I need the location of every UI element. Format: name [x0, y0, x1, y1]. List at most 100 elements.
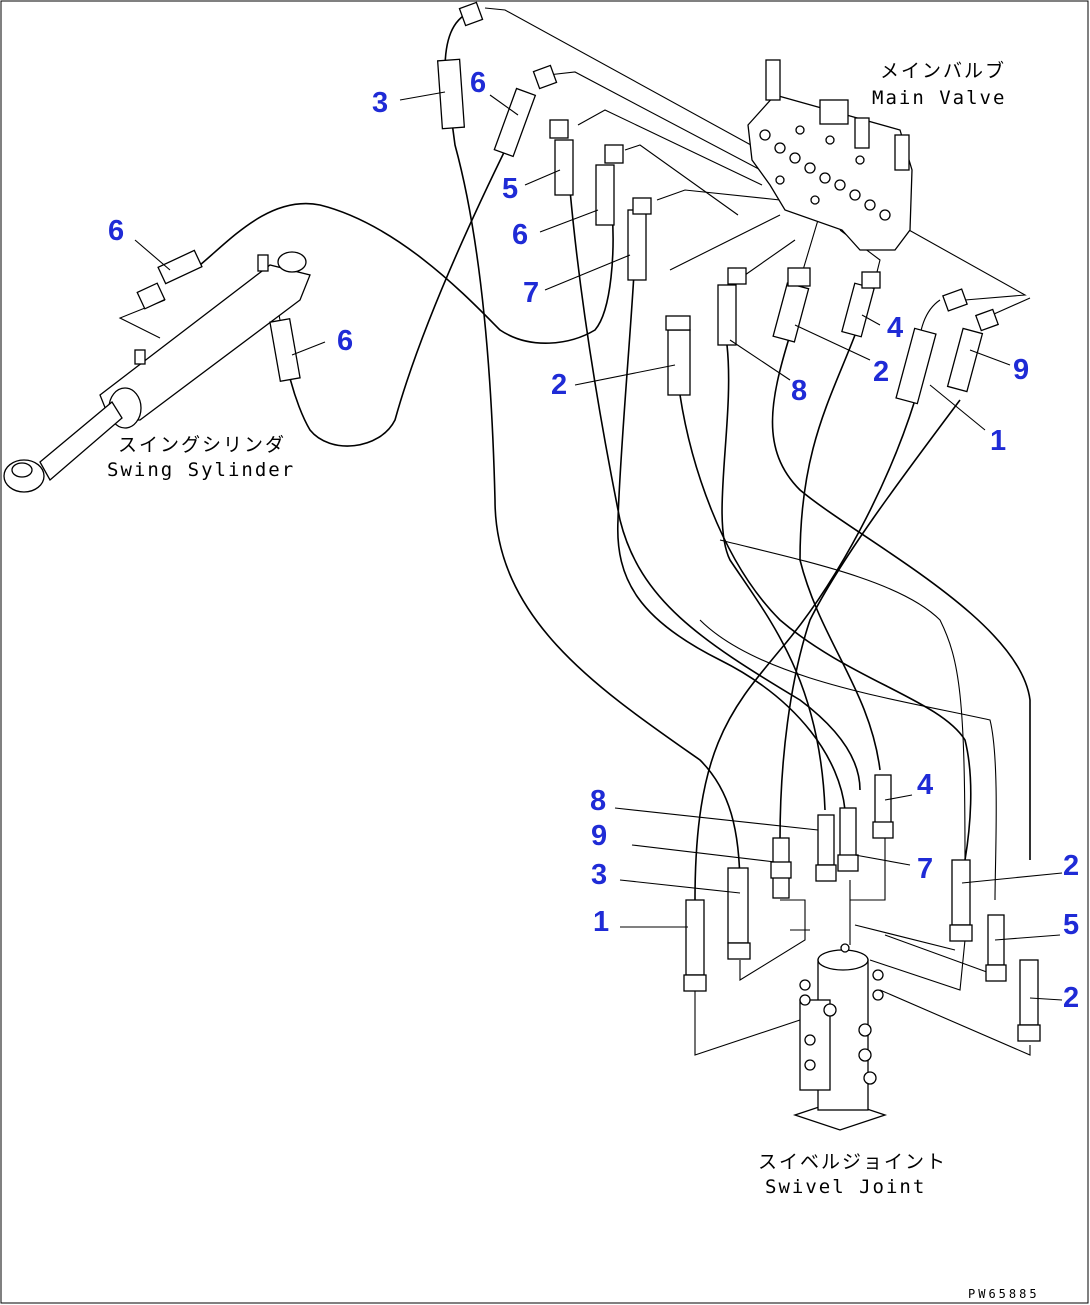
callout-4: 4: [917, 769, 933, 801]
component-labels: メインバルブ Main Valve スイングシリンダ Swing Sylinde…: [107, 59, 1040, 1301]
hose-5-top: [577, 109, 763, 186]
callout-5: 5: [502, 173, 518, 205]
fitting-3-bottom-nut: [727, 942, 751, 960]
fitting-3-top: [436, 58, 466, 130]
hose-2a-top: [669, 214, 781, 271]
swivel-joint-label-en: Swivel Joint: [765, 1176, 926, 1198]
fitting-8-elbow: [727, 267, 747, 285]
swing-cylinder-rod: [39, 401, 123, 482]
fitting-3-elbow: [458, 1, 484, 27]
fitting-8-top: [717, 284, 737, 346]
hose-6-loop: [283, 119, 521, 447]
callout-2: 2: [873, 356, 889, 388]
hose-9-route: [779, 399, 961, 841]
callout-7: 7: [917, 853, 933, 885]
fitting-6-cyl-nut: [136, 282, 166, 310]
callout-1: 1: [593, 906, 609, 938]
swivel-joint-ports: [799, 943, 884, 1085]
hose-crossover-a: [719, 539, 966, 861]
callout-2: 2: [1063, 982, 1079, 1014]
fitting-9-top: [946, 327, 984, 393]
fitting-7-bottom: [839, 807, 857, 859]
fitting-6b-elbow: [604, 144, 624, 164]
fitting-6-cyl-top: [157, 249, 203, 285]
hose-routes: [118, 7, 1031, 1056]
fitting-4-top: [841, 282, 875, 338]
fitting-1-bottom-nut: [683, 974, 707, 992]
hose-2b-top: [802, 219, 819, 271]
swing-cylinder: [3, 251, 311, 493]
swivel-joint-label-jp: スイベルジョイント: [758, 1151, 947, 1173]
fitting-7-elbow: [632, 197, 652, 215]
fitting-3-bottom: [727, 867, 749, 944]
swing-cylinder-port-a: [257, 254, 269, 272]
swing-cylinder-label-en: Swing Sylinder: [107, 459, 295, 481]
hose-5-route: [569, 189, 861, 791]
swing-cylinder-eye-hole: [11, 462, 33, 478]
callout-3: 3: [372, 87, 388, 119]
main-valve: [747, 59, 913, 251]
fitting-2b-top: [772, 282, 810, 343]
swing-cylinder-trunnion: [277, 251, 307, 273]
fitting-5-bottom-nut: [985, 964, 1007, 982]
callout-9: 9: [1013, 354, 1029, 386]
hose-8-route: [721, 344, 826, 811]
fitting-6-top: [493, 87, 537, 158]
fitting-6-elbow: [532, 64, 558, 90]
fitting-1-top: [895, 327, 937, 405]
callout-6: 6: [108, 215, 124, 247]
main-valve-label-en: Main Valve: [872, 87, 1006, 109]
hose-crossover-b: [699, 619, 997, 901]
hose-6-upper-loop: [199, 202, 614, 344]
hose-2a-route: [679, 394, 972, 861]
main-valve-body: [747, 94, 913, 251]
fitting-2b-nut: [787, 267, 811, 287]
fitting-5-top: [554, 139, 574, 196]
callout-6: 6: [512, 219, 528, 251]
callout-8: 8: [590, 785, 606, 817]
fitting-4-elbow: [861, 271, 881, 289]
fitting-2-bottom-a: [951, 859, 971, 926]
swivel-joint-top: [817, 949, 869, 971]
fitting-7-top: [627, 209, 647, 281]
callout-1: 1: [990, 425, 1006, 457]
main-valve-block-b: [854, 117, 870, 149]
cylinder-link-top: [118, 299, 166, 339]
fitting-1-elbow: [942, 288, 968, 312]
hose-3-upper: [484, 7, 761, 151]
fitting-8-bottom: [817, 814, 835, 866]
fitting-2-bottom-b-nut: [1017, 1024, 1041, 1042]
swivel-left-lines: [694, 899, 810, 1056]
fitting-1-bottom: [685, 899, 705, 976]
callout-9: 9: [591, 820, 607, 852]
hose-2b-route: [771, 334, 1031, 860]
callout-6: 6: [337, 325, 353, 357]
fitting-5-elbow: [549, 119, 569, 139]
drawing-code: PW65885: [968, 1287, 1040, 1301]
main-valve-block-a: [819, 99, 849, 125]
fitting-4-bottom: [874, 774, 892, 826]
callouts-bottom: 8 9 3 1 4 7 2 5 2: [590, 769, 1079, 1014]
fitting-2-bottom-a-nut: [949, 924, 973, 942]
hose-6-top: [547, 71, 771, 176]
fitting-2a-top: [667, 329, 691, 396]
leader-lines: [134, 91, 1063, 1001]
main-valve-ports: [759, 125, 891, 221]
fitting-8-bottom-nut: [815, 864, 837, 882]
hose-fittings-bottom: [683, 774, 1041, 1042]
fitting-7-bottom-nut: [837, 854, 859, 872]
hose-8-top: [744, 239, 796, 276]
hose-fittings-top: [136, 1, 1000, 405]
callouts-top: 3 6 5 6 7 6 6 2 8 4 2 1 9: [108, 67, 1029, 457]
callout-6: 6: [470, 67, 486, 99]
fitting-6-cyl-lower: [269, 317, 301, 383]
hose-3-route: [444, 11, 741, 891]
hose-7-top: [656, 189, 781, 201]
swing-cylinder-port-b: [134, 349, 146, 365]
callout-2: 2: [1063, 850, 1079, 882]
callout-5: 5: [1063, 909, 1079, 941]
swivel-joint: [792, 943, 888, 1131]
main-valve-spool-2: [894, 134, 910, 171]
